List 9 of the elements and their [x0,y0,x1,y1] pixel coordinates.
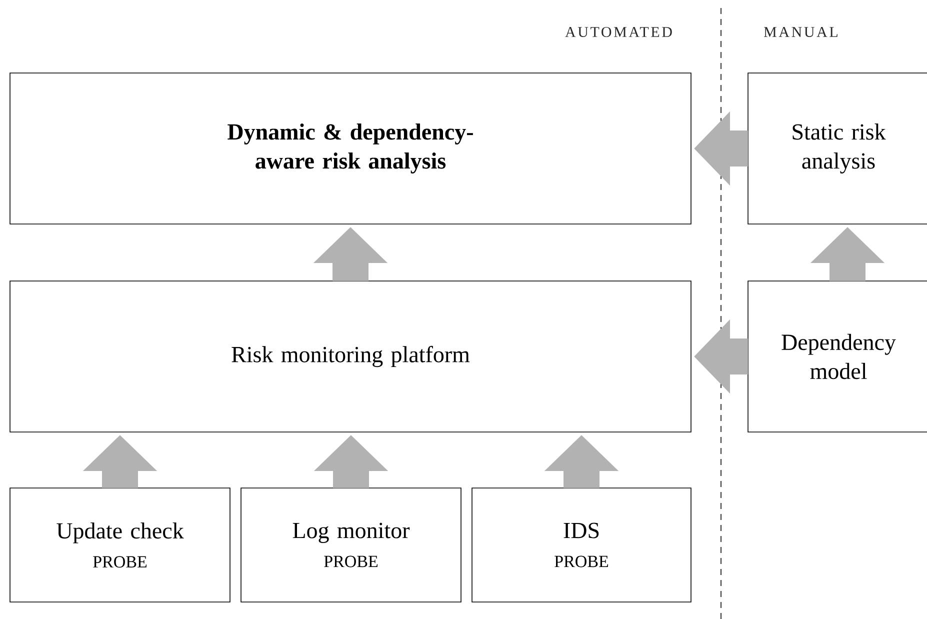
process-box: Static risk analysis [748,72,927,224]
probe-box: Log monitor PROBE [240,488,462,602]
section-label: MANUAL [764,26,838,38]
probe-box: Update check PROBE [10,488,230,602]
process-box: Dynamic & dependency-aware risk analysis [10,72,692,224]
section-label: AUTOMATED [565,26,672,38]
process-box: Dependency model [748,280,927,432]
probe-box: IDS PROBE [472,488,692,602]
process-box: Risk monitoring platform [10,280,692,432]
